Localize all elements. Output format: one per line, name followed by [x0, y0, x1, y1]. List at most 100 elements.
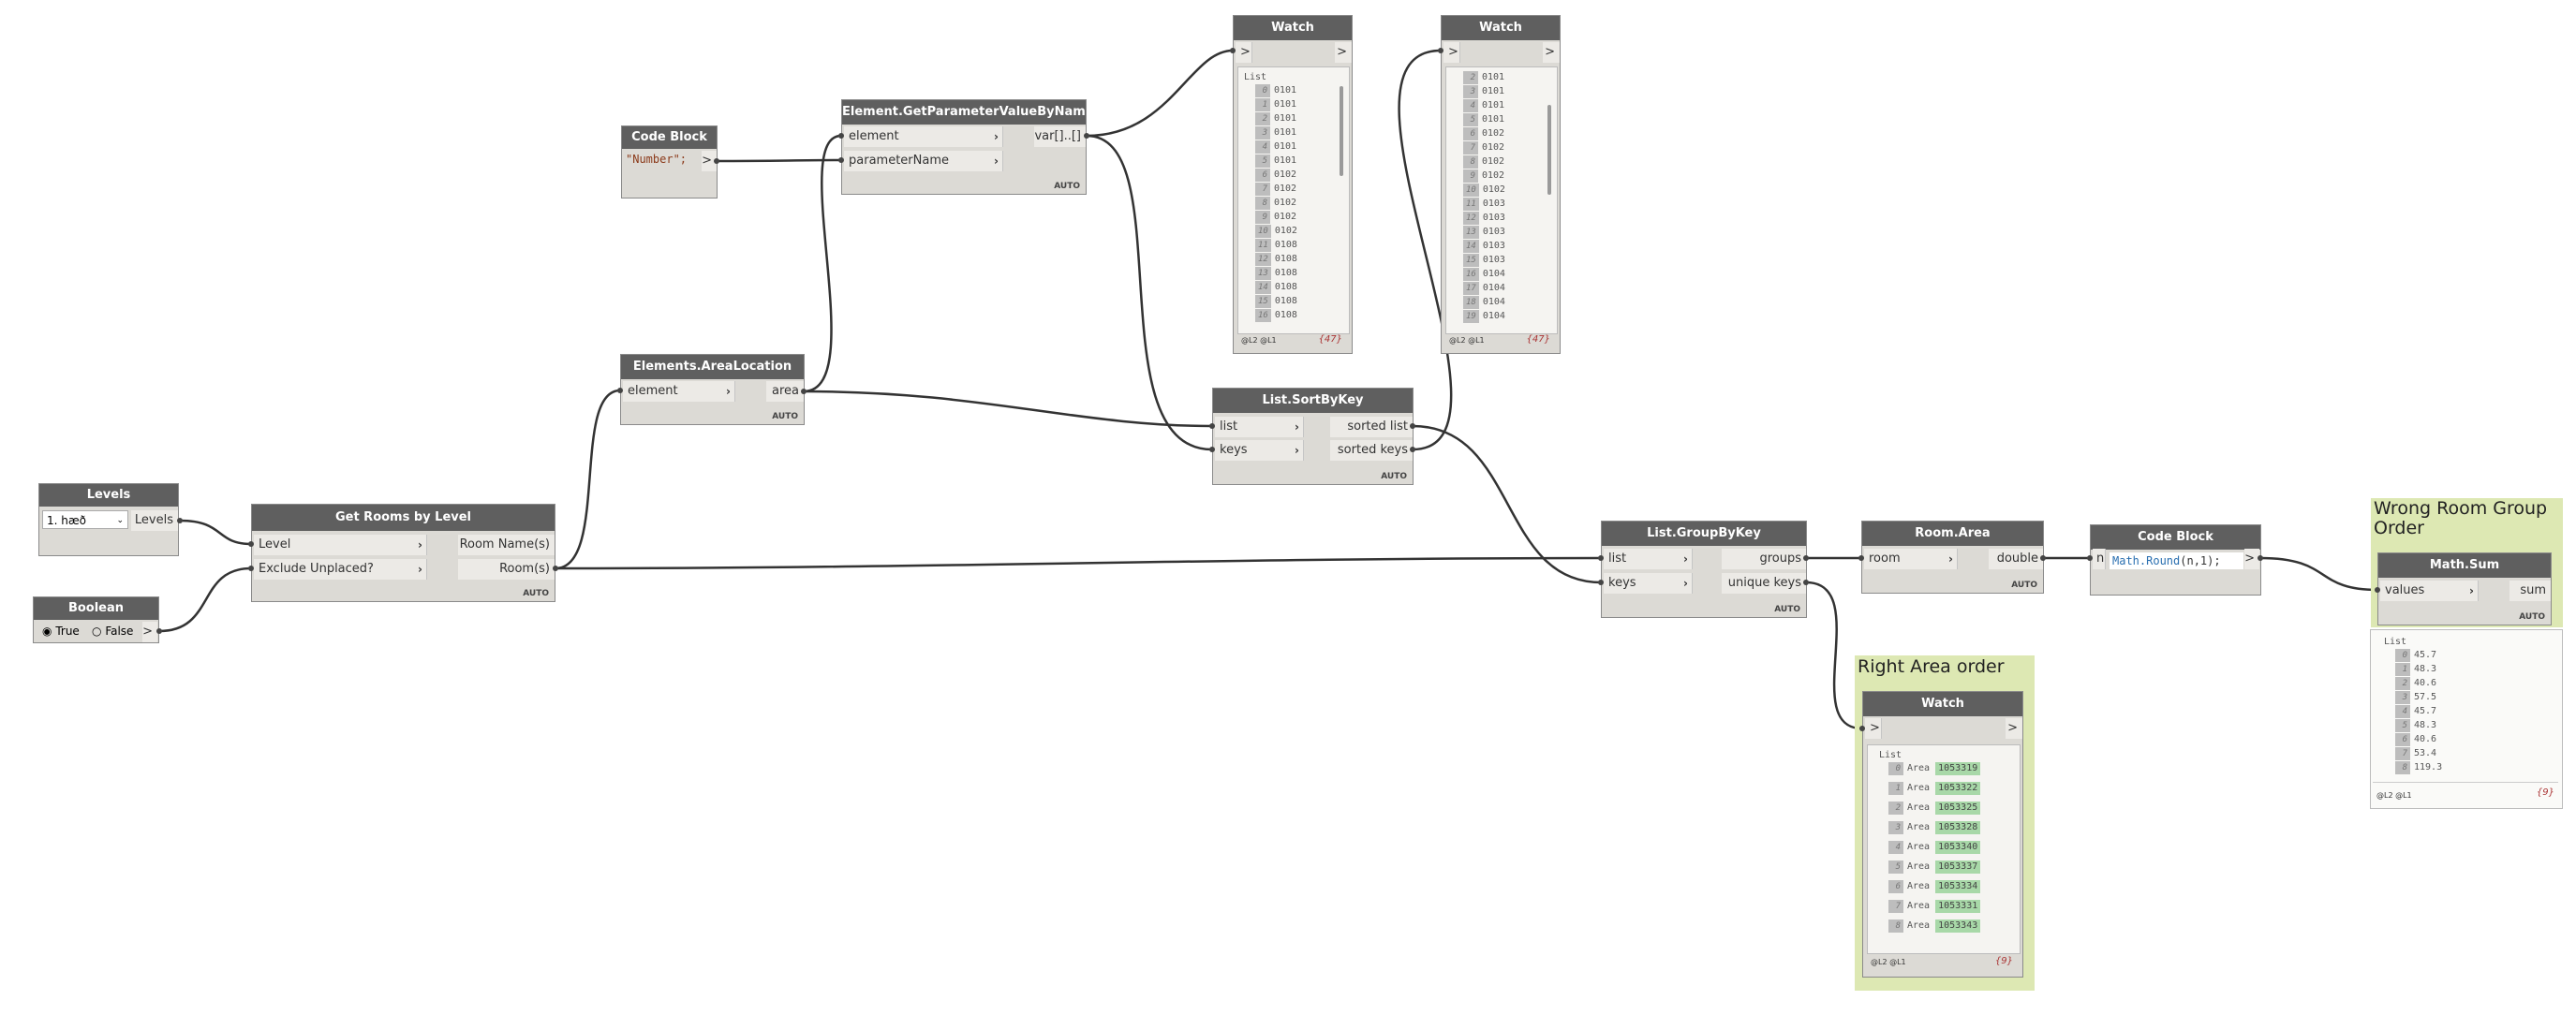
port-pad [553, 566, 558, 571]
item-index: 18 [1463, 296, 1479, 309]
port-groups-out[interactable]: groups [1722, 549, 1806, 569]
code-editor[interactable]: "Number"; [626, 153, 687, 166]
radio-true[interactable]: ◉ True [42, 624, 80, 639]
element-id-badge: 1053331 [1935, 900, 1981, 913]
node-room-area[interactable]: Room.Area room› double AUTO [1861, 521, 2044, 594]
item-index: 7 [2395, 747, 2410, 760]
item-index: 12 [1463, 212, 1479, 225]
wire-groupbykey-to-watch3 [1805, 581, 1863, 730]
code-editor[interactable]: Math.Round(n,1); [2110, 552, 2243, 569]
port-double-out[interactable]: double [1989, 549, 2043, 569]
port-list-in[interactable]: list› [1215, 417, 1304, 437]
port-rooms-out[interactable]: Room(s) [458, 559, 555, 580]
node-list-group-by-key[interactable]: List.GroupByKey list› keys› groups uniqu… [1601, 521, 1807, 618]
port-pad [1438, 48, 1443, 53]
port-watch-out[interactable]: > [1543, 42, 1560, 63]
port-area-out[interactable]: area [766, 381, 804, 402]
port-n-in[interactable]: n [2093, 549, 2106, 569]
node-math-sum[interactable]: Math.Sum values› sum AUTO [2377, 552, 2552, 625]
port-watch-out[interactable]: > [2006, 718, 2022, 739]
port-keys-in[interactable]: keys› [1604, 573, 1693, 594]
radio-selected-icon: ◉ [42, 625, 52, 638]
port-values-in[interactable]: values› [2380, 581, 2479, 601]
item-index: 9 [1255, 211, 1270, 224]
wire-levels-to-getrooms [179, 519, 252, 546]
item-index: 6 [1255, 169, 1270, 182]
node-list-sort-by-key[interactable]: List.SortByKey list› keys› sorted list s… [1212, 388, 1414, 485]
node-elements-area-location[interactable]: Elements.AreaLocation element› area AUTO [620, 354, 805, 425]
node-code-block-string[interactable]: Code Block "Number"; > [621, 125, 718, 199]
item-value: 0108 [1274, 268, 1297, 278]
port-label: parameterName [849, 154, 949, 168]
port-watch-in[interactable]: > [1236, 42, 1252, 63]
port-watch-in[interactable]: > [1865, 718, 1882, 739]
item-value: 0102 [1274, 169, 1297, 180]
item-value: 0102 [1482, 170, 1505, 181]
port-pad [1859, 726, 1865, 731]
auto-label: AUTO [523, 589, 549, 598]
port-room-names-out[interactable]: Room Name(s) [458, 535, 555, 555]
port-label: list [1220, 419, 1238, 434]
port-pad [156, 628, 162, 634]
node-get-parameter-value-by-name[interactable]: Element.GetParameterValueByName element›… [841, 99, 1087, 195]
port-levels-out[interactable]: Levels [131, 510, 178, 531]
port-watch-in[interactable]: > [1443, 42, 1460, 63]
item-index: 1 [2395, 663, 2410, 676]
port-sum-out[interactable]: sum [2509, 581, 2551, 601]
port-sorted-list-out[interactable]: sorted list [1330, 417, 1413, 437]
port-element-in[interactable]: element› [623, 381, 735, 402]
node-levels[interactable]: Levels 1. hæð ⌄ Levels [38, 483, 179, 556]
radio-false[interactable]: ○ False [92, 624, 133, 639]
node-title: Levels [39, 484, 178, 507]
port-label: > [1337, 45, 1347, 59]
port-keys-in[interactable]: keys› [1215, 440, 1304, 461]
port-watch-out[interactable]: > [1335, 42, 1352, 63]
port-pad [1230, 48, 1236, 53]
item-index: 11 [1255, 239, 1271, 252]
scrollbar[interactable] [1547, 105, 1551, 195]
port-pad [1803, 580, 1809, 585]
item-index: 11 [1463, 198, 1479, 211]
port-sorted-keys-out[interactable]: sorted keys [1330, 440, 1413, 461]
item-index: 14 [1463, 240, 1479, 253]
port-var-out[interactable]: var[]..[] [1034, 126, 1086, 147]
node-title: Get Rooms by Level [252, 505, 555, 531]
node-boolean[interactable]: Boolean ◉ True ○ False > [33, 596, 159, 643]
scrollbar[interactable] [1340, 86, 1343, 176]
item-index: 6 [1463, 127, 1478, 140]
port-list-in[interactable]: list› [1604, 549, 1693, 569]
item-index: 2 [1888, 802, 1903, 815]
port-element-in[interactable]: element› [844, 126, 1003, 147]
node-get-rooms-by-level[interactable]: Get Rooms by Level Level› Exclude Unplac… [251, 504, 555, 602]
node-code-block-round[interactable]: Code Block n Math.Round(n,1); > [2090, 524, 2261, 596]
item-value: Area [1907, 861, 1931, 872]
port-exclude-unplaced-in[interactable]: Exclude Unplaced?› [254, 559, 427, 580]
port-boolean-out[interactable]: > [142, 622, 157, 642]
levels-dropdown[interactable]: 1. hæð ⌄ [42, 510, 128, 529]
item-index: 5 [1255, 154, 1270, 168]
port-parametername-in[interactable]: parameterName› [844, 151, 1003, 171]
auto-label: AUTO [2519, 612, 2545, 622]
port-unique-keys-out[interactable]: unique keys [1722, 573, 1806, 594]
port-level-in[interactable]: Level› [254, 535, 427, 555]
port-room-in[interactable]: room› [1864, 549, 1958, 569]
port-code-out[interactable]: > [2244, 549, 2259, 569]
port-code-out[interactable]: > [702, 151, 717, 171]
